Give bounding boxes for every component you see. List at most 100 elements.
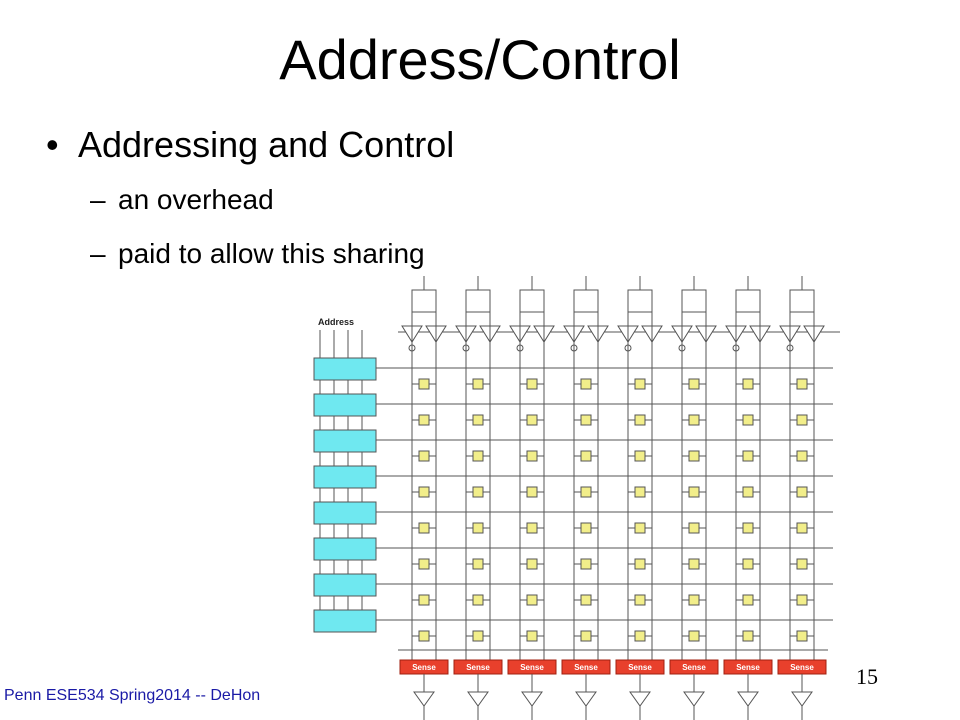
sub-item-overhead: –an overhead: [90, 182, 274, 218]
memory-cell: [796, 414, 808, 426]
memory-cell: [796, 486, 808, 498]
memory-cell: [742, 414, 754, 426]
memory-cell: [634, 558, 646, 570]
memory-cell: [796, 522, 808, 534]
memory-cell: [634, 522, 646, 534]
precharge-box: [411, 289, 437, 313]
memory-cell: [418, 522, 430, 534]
sense-label: Sense: [682, 663, 706, 672]
memory-cell: [580, 630, 592, 642]
memory-cell: [472, 486, 484, 498]
decoder-block: [313, 357, 377, 381]
memory-cell: [472, 558, 484, 570]
memory-cell: [580, 450, 592, 462]
memory-cell: [796, 450, 808, 462]
memory-cell: [688, 558, 700, 570]
memory-cell: [742, 450, 754, 462]
sub-item-text: paid to allow this sharing: [118, 238, 425, 269]
memory-cell: [742, 558, 754, 570]
decoder-block: [313, 465, 377, 489]
memory-cell: [580, 558, 592, 570]
memory-cell: [418, 558, 430, 570]
memory-cell: [580, 378, 592, 390]
sense-label: Sense: [628, 663, 652, 672]
decoder-block: [313, 537, 377, 561]
output-buffer: [737, 691, 759, 707]
memory-cell: [742, 522, 754, 534]
memory-cell: [418, 486, 430, 498]
sub-item-marker: –: [90, 184, 106, 215]
memory-cell: [472, 414, 484, 426]
precharge-box: [627, 289, 653, 313]
memory-cell: [688, 450, 700, 462]
sub-item-text: an overhead: [118, 184, 274, 215]
memory-cell: [472, 450, 484, 462]
output-buffer: [467, 691, 489, 707]
memory-cell: [472, 378, 484, 390]
page-number: 15: [856, 664, 878, 689]
memory-cell: [634, 594, 646, 606]
sense-label: Sense: [574, 663, 598, 672]
memory-cell: [472, 630, 484, 642]
memory-cell: [526, 522, 538, 534]
memory-cell: [580, 522, 592, 534]
memory-cell: [418, 378, 430, 390]
memory-cell: [580, 486, 592, 498]
sense-label: Sense: [466, 663, 490, 672]
memory-cell: [688, 414, 700, 426]
address-label: Address: [318, 317, 354, 327]
decoder-block: [313, 429, 377, 453]
sub-item-marker: –: [90, 238, 106, 269]
decoder-block: [313, 393, 377, 417]
memory-cell: [796, 594, 808, 606]
decoder-block: [313, 573, 377, 597]
output-buffer: [521, 691, 543, 707]
bullet-item: •Addressing and Control: [46, 122, 454, 168]
memory-cell: [418, 594, 430, 606]
memory-cell: [688, 486, 700, 498]
footer-text: Penn ESE534 Spring2014 -- DeHon: [4, 687, 261, 704]
sub-item-sharing: –paid to allow this sharing: [90, 236, 425, 272]
memory-cell: [472, 594, 484, 606]
memory-cell: [634, 414, 646, 426]
memory-array-diagram: Address Sense Sense Sense Sense Sense Sense Se…: [313, 276, 840, 720]
memory-cell: [526, 414, 538, 426]
output-buffer: [683, 691, 705, 707]
memory-cell: [418, 630, 430, 642]
memory-cell: [742, 594, 754, 606]
memory-cell: [688, 630, 700, 642]
output-buffer: [575, 691, 597, 707]
bullet-text: Addressing and Control: [78, 124, 455, 165]
memory-cell: [634, 486, 646, 498]
memory-cell: [526, 450, 538, 462]
memory-cell: [526, 558, 538, 570]
memory-cell: [796, 558, 808, 570]
memory-cell: [634, 378, 646, 390]
precharge-box: [573, 289, 599, 313]
sense-label: Sense: [736, 663, 760, 672]
sense-label: Sense: [790, 663, 814, 672]
memory-cell: [526, 378, 538, 390]
memory-cell: [526, 630, 538, 642]
memory-cell: [796, 630, 808, 642]
memory-cell: [526, 594, 538, 606]
sense-label: Sense: [520, 663, 544, 672]
output-buffer: [791, 691, 813, 707]
memory-cell: [580, 414, 592, 426]
memory-cell: [580, 594, 592, 606]
memory-cell: [634, 630, 646, 642]
memory-cell: [688, 522, 700, 534]
precharge-box: [681, 289, 707, 313]
memory-cell: [688, 594, 700, 606]
memory-cell: [526, 486, 538, 498]
precharge-box: [519, 289, 545, 313]
output-buffer: [413, 691, 435, 707]
precharge-box: [465, 289, 491, 313]
precharge-box: [735, 289, 761, 313]
memory-cell: [688, 378, 700, 390]
memory-cell: [796, 378, 808, 390]
memory-cell: [418, 414, 430, 426]
precharge-box: [789, 289, 815, 313]
memory-cell: [742, 486, 754, 498]
sense-label: Sense: [412, 663, 436, 672]
